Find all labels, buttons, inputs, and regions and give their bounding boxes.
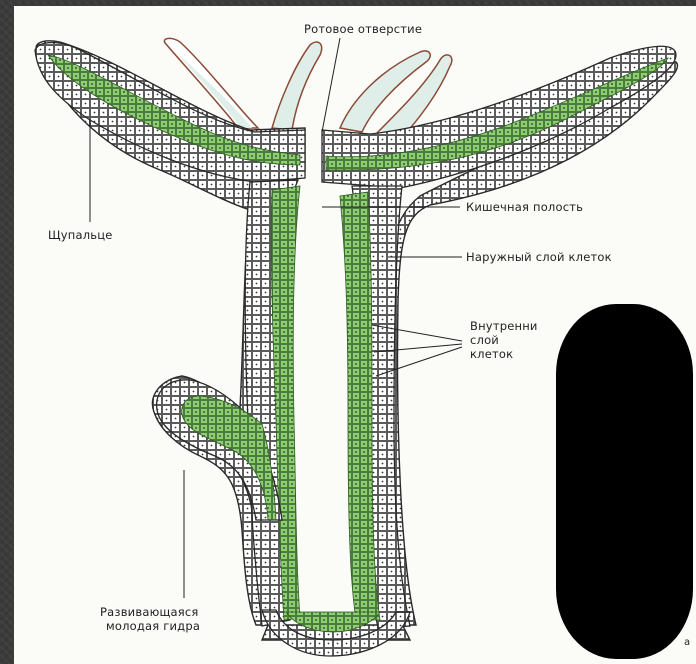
label-mouth: Ротовое отверстие	[304, 22, 422, 36]
upper-left-tentacle-2	[272, 42, 322, 130]
label-gut-cavity: Кишечная полость	[466, 200, 583, 214]
label-inner-layer-line1: Внутренни	[470, 319, 538, 333]
label-tentacle: Щупальце	[48, 228, 113, 242]
label-outer-cell-layer: Наружный слой клеток	[466, 250, 612, 264]
label-inner-layer-line2: слой	[470, 333, 499, 347]
label-edge-fragment: а	[684, 636, 690, 650]
label-bud-line1: Развивающаяся	[100, 605, 199, 619]
mouth-leader	[322, 38, 340, 132]
label-bud-line2: молодая гидра	[106, 619, 200, 633]
redaction-block	[556, 304, 693, 659]
label-inner-layer-line3: клеток	[470, 347, 513, 361]
